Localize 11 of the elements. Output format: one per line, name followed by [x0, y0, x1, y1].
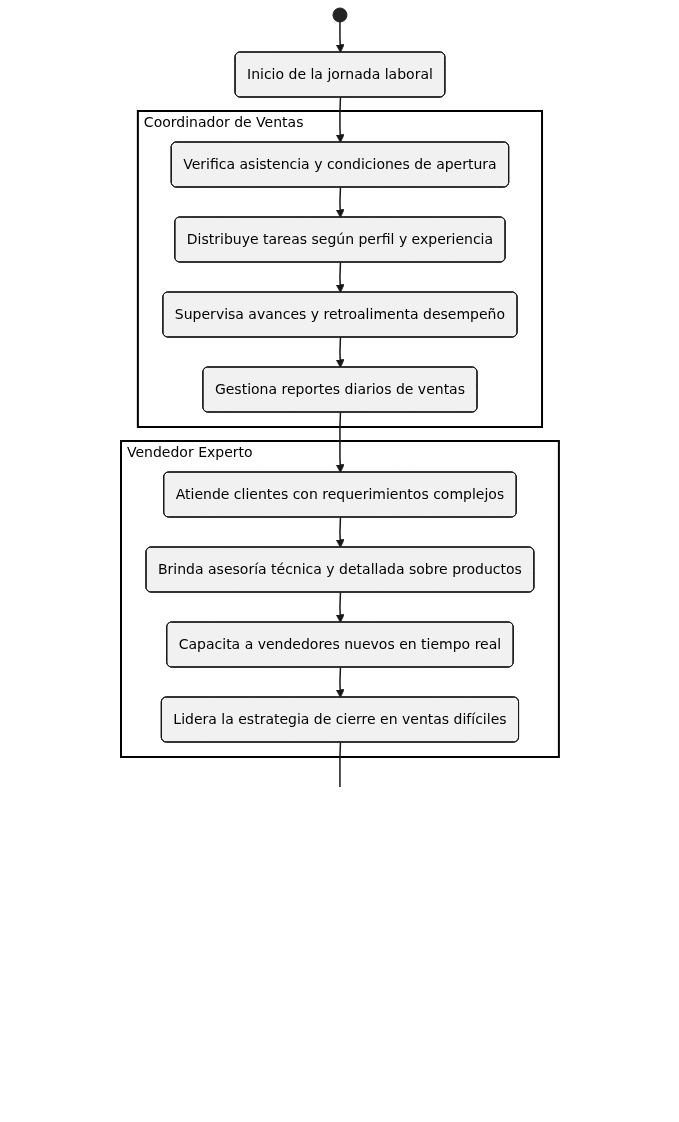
arrow — [335, 666, 345, 698]
arrow — [335, 591, 345, 623]
arrow — [335, 21, 345, 53]
arrow — [335, 516, 345, 548]
arrow — [335, 411, 345, 473]
connector — [338, 741, 341, 788]
arrow — [335, 261, 345, 293]
arrow — [335, 96, 345, 143]
arrow — [335, 186, 345, 218]
node-circle — [332, 7, 347, 23]
arrow — [335, 336, 345, 368]
